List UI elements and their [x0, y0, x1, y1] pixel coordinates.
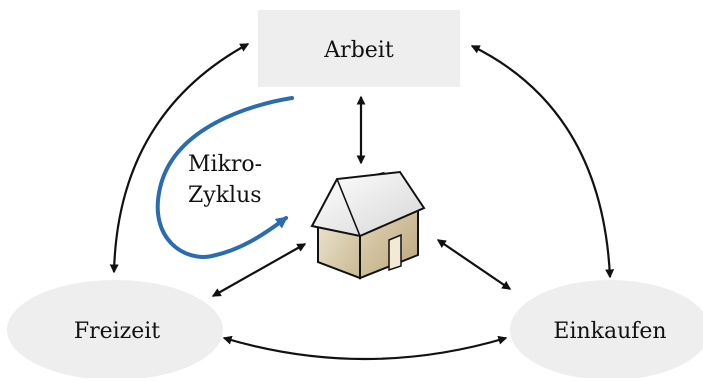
node-leisure-label: Freizeit	[74, 319, 160, 344]
node-shopping-ellipse	[510, 280, 703, 380]
arrow-home-shopping	[436, 239, 512, 290]
micro-cycle-loop	[155, 96, 294, 259]
arrow-work-shopping	[470, 45, 615, 279]
node-shopping: Einkaufen	[510, 280, 703, 380]
node-work-label: Arbeit	[323, 38, 394, 63]
arrow-home-leisure	[211, 243, 307, 297]
micro-cycle-label-line1: Mikro-	[188, 152, 262, 177]
arrow-work-leisure	[109, 43, 250, 274]
micro-cycle-label-line2: Zyklus	[188, 183, 262, 208]
node-shopping-label: Einkaufen	[553, 319, 666, 344]
node-work: Arbeit	[258, 10, 460, 87]
arrow-leisure-shopping	[222, 335, 508, 361]
node-leisure: Freizeit	[7, 280, 223, 380]
house-icon	[310, 170, 426, 280]
micro-cycle-label: Mikro- Zyklus	[188, 152, 262, 208]
node-leisure-ellipse	[7, 280, 223, 380]
node-work-box	[258, 10, 460, 87]
